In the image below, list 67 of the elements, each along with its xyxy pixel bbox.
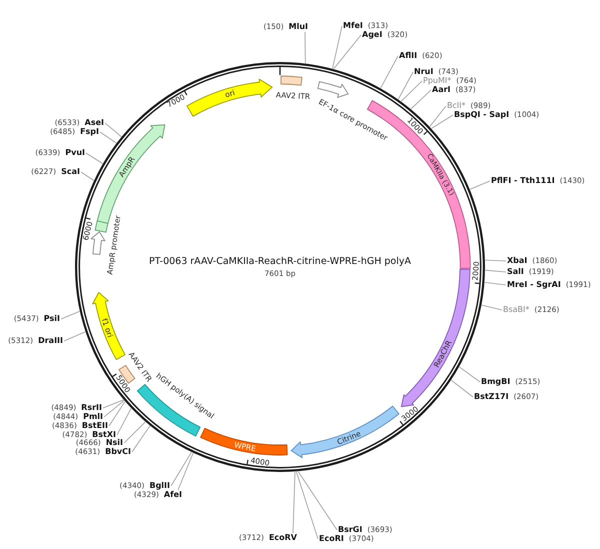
enzyme-name: BsaBI*: [503, 305, 530, 315]
leader-line: [60, 311, 80, 320]
enzyme-name: PvuI: [65, 148, 85, 158]
leader-line: [86, 152, 104, 164]
enzyme-name: NsiI: [106, 438, 123, 448]
leader-line: [304, 32, 306, 64]
leader-line: [332, 26, 342, 69]
leader-line: [64, 331, 86, 342]
plasmid-name: PT-0063 rAAV-CaMKIIa-ReachR-citrine-WPRE-hGH polyA: [148, 256, 412, 267]
enzyme-name: AarI: [432, 85, 451, 95]
leader-line: [80, 172, 94, 181]
enzyme-name: BbvCI: [105, 447, 131, 457]
enzyme-name: NruI: [414, 67, 434, 77]
leader-line: [431, 114, 454, 129]
enzyme-name: BclI*: [447, 101, 466, 111]
leader-line: [108, 401, 126, 426]
enzyme-name: AseI: [84, 118, 104, 128]
enzyme-name: EcoRV: [268, 533, 297, 543]
leader-line: [429, 106, 446, 127]
leader-line: [132, 425, 150, 452]
leader-line: [298, 471, 338, 530]
enzyme-name: PpuMI*: [423, 76, 452, 86]
leader-line: [484, 282, 506, 286]
enzyme-name: BspQI - SapI: [454, 110, 510, 120]
enzyme-name: BstZ17I: [474, 392, 509, 402]
leader-line: [481, 304, 502, 310]
enzyme-name: BsrGI: [338, 525, 362, 535]
leader-line: [400, 80, 422, 102]
leader-line: [170, 452, 192, 486]
enzyme-name: MreI - SgrAI: [507, 280, 561, 290]
leader-line: [124, 422, 146, 444]
enzyme-name: PsiI: [44, 314, 60, 324]
leader-line: [116, 408, 132, 436]
enzyme-name: MluI: [288, 22, 308, 32]
leader-line: [296, 471, 318, 540]
leader-line: [458, 366, 480, 382]
enzyme-name: DraIII: [38, 336, 63, 346]
enzyme-name: BglII: [149, 481, 170, 490]
leader-line: [100, 132, 117, 144]
leader-line: [398, 72, 414, 100]
enzyme-name: PflFI - Tth111I: [491, 176, 555, 186]
enzyme-name: AflII: [399, 51, 418, 61]
enzyme-name: BstXI: [92, 430, 116, 439]
leader-line: [104, 122, 122, 138]
enzyme-name: RsrII: [81, 403, 102, 413]
leader-line: [470, 180, 490, 190]
leader-line: [410, 90, 432, 110]
enzyme-name: SalI: [507, 267, 524, 277]
enzyme-name: EcoRI: [319, 534, 344, 544]
leader-line: [380, 56, 398, 88]
leader-line: [450, 380, 474, 398]
enzyme-name: AfeI: [164, 490, 182, 500]
enzyme-name: PmlI: [83, 412, 103, 422]
enzyme-name: XbaI: [507, 256, 528, 266]
enzyme-name: BstEII: [82, 421, 108, 431]
enzyme-name: AgeI: [362, 30, 382, 40]
leader-line: [104, 400, 124, 418]
leader-line: [292, 471, 296, 534]
enzyme-name: MfeI: [343, 21, 363, 31]
enzyme-name: ScaI: [61, 167, 80, 177]
enzyme-name: BmgBI: [481, 377, 510, 387]
leader-line: [484, 270, 506, 272]
leader-line: [333, 34, 362, 70]
leader-line: [102, 400, 124, 408]
leader-line: [484, 260, 506, 262]
enzyme-name: FspI: [80, 127, 99, 137]
leader-line: [178, 452, 194, 490]
